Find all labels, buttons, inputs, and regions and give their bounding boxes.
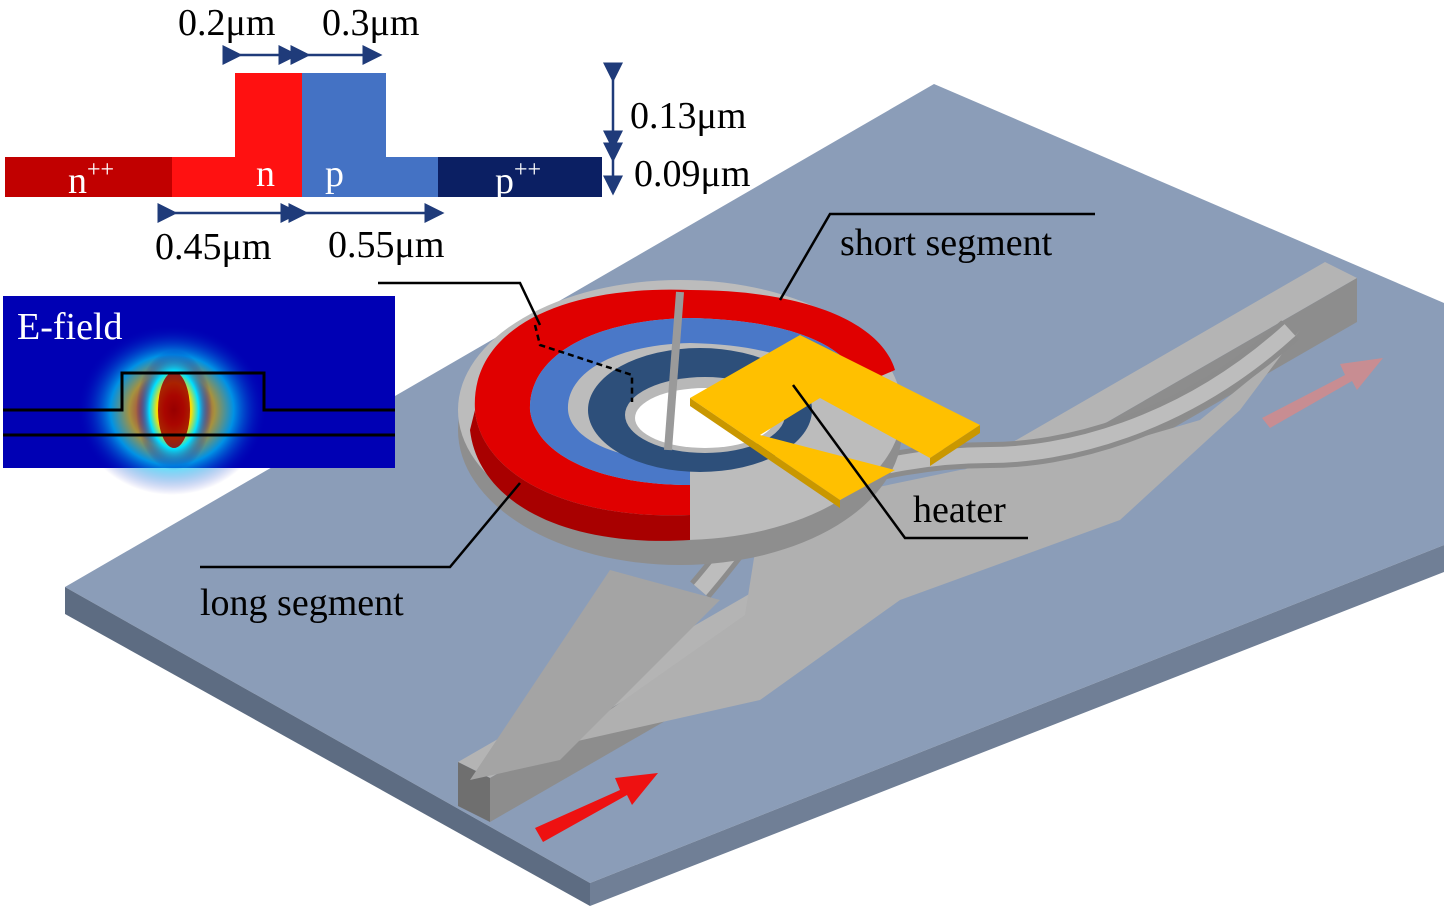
region-n-rib (235, 73, 302, 157)
output-arrow (1262, 358, 1383, 428)
long-segment-n-region (474, 289, 690, 516)
section-cut-line (533, 324, 634, 402)
long-segment-label: long segment (200, 582, 404, 624)
input-arrow (535, 773, 658, 842)
region-n-slab (172, 157, 302, 197)
section-cut-leader (378, 281, 542, 326)
short-segment-n-region (690, 290, 895, 385)
cross-section: n++ n p p++ 0.2μm 0.3μm 0.13μm 0.09μm 0.… (5, 2, 750, 268)
label-n: n (256, 153, 275, 195)
substrate-right-side (590, 545, 1444, 906)
label-p-plus-plus: p++ (495, 157, 541, 202)
e-field-label: E-field (17, 306, 123, 348)
heater (690, 335, 980, 508)
label-p: p (325, 153, 344, 195)
e-field-inset: E-field (3, 296, 395, 495)
region-n-plus-plus (5, 157, 172, 197)
dim-label-slab-height: 0.09μm (634, 153, 750, 195)
heater-leader (791, 384, 1028, 540)
region-p-rib (302, 73, 386, 157)
region-p-plus-plus (438, 157, 602, 197)
long-segment-leader (200, 482, 521, 569)
short-segment-label: short segment (840, 222, 1053, 264)
dim-label-p-slab: 0.55μm (328, 224, 444, 266)
heater-top (690, 335, 980, 500)
waveguide-outline (3, 371, 395, 412)
dim-label-rib-n: 0.2μm (178, 2, 275, 44)
callout-lines (200, 212, 1095, 569)
substrate-front-side (65, 587, 590, 906)
ring-resonator (458, 280, 902, 565)
region-p-slab (302, 157, 438, 197)
heater-label: heater (913, 489, 1006, 531)
dim-label-n-slab: 0.45μm (155, 226, 271, 268)
lower-taper (470, 570, 720, 780)
ring-p-region (529, 318, 690, 485)
label-n-plus-plus: n++ (68, 157, 114, 202)
dim-label-rib-p: 0.3μm (322, 2, 419, 44)
dim-label-rib-height: 0.13μm (630, 95, 746, 137)
short-segment-leader (778, 212, 1095, 301)
